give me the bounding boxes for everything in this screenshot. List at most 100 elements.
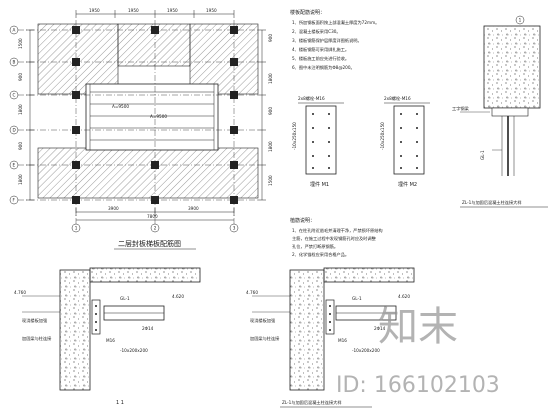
- section1-slab: [89, 267, 201, 283]
- section2-elev: 4.760: [246, 290, 258, 295]
- section1-rebar: 2Φ14: [142, 326, 154, 331]
- detail-cap-plate: [491, 107, 529, 117]
- plate-m2-outline: [393, 105, 425, 175]
- dim-right-4: 1800: [268, 141, 273, 152]
- plate-m2-size: -10x250x150: [380, 122, 385, 150]
- detail-ref-bubble: [515, 15, 525, 25]
- embedded-plate-m1: 2x8螺栓-M16 -10x250x150 埋件 M1: [292, 95, 344, 188]
- notes2-item-2: 主筋，在施工过程中发现钢筋孔时应及时调整: [292, 235, 377, 242]
- detail-col-label: GL-1: [480, 150, 485, 160]
- notes1-item-3: 3、楼板钢筋保护层厚度详图纸说明。: [292, 37, 362, 44]
- notes2-item-1: 1、在柱孔附近凿毛并清理干净，严禁损坏原结构: [292, 227, 383, 234]
- notes1-title: 楼板配筋说明：: [290, 9, 325, 16]
- notes1-item-4: 4、楼板钢筋可采用绑扎施工。: [292, 46, 349, 53]
- section2-elev2: 4.620: [398, 294, 410, 299]
- section2-rebar: 2Φ14: [374, 326, 386, 331]
- notes2-item-4: 2、化学锚栓应采用合格产品。: [292, 251, 349, 258]
- watermark-logo: 知末: [378, 304, 458, 350]
- dim-top-4: 1950: [206, 8, 217, 13]
- dim-left-2: 900: [18, 73, 23, 81]
- notes-anchorage: 植筋说明： 1、在柱孔附近凿毛并清理干净，严禁损坏原结构 主筋，在施工过程中发现…: [290, 217, 383, 258]
- notes2-item-3: 孔位，严禁打断原钢筋。: [292, 243, 338, 250]
- plan-columns: [72, 26, 238, 204]
- plan-right-dimensions: [258, 29, 266, 201]
- axis-row-b: B: [13, 60, 16, 65]
- section2-note: -10x200x200: [352, 348, 380, 353]
- slab-region-ne: [189, 23, 259, 95]
- watermark: 知末 ID: 166102103: [336, 304, 500, 398]
- section2-wall: [289, 269, 325, 391]
- plate-m2-bolts: [400, 113, 418, 169]
- section2-end-plate: [325, 299, 335, 335]
- section2-bolts: [329, 305, 331, 331]
- dim-right-3: 900: [268, 107, 273, 115]
- section2-label-b: 加固梁与柱连接: [250, 335, 280, 342]
- dim-right-1: 900: [268, 34, 273, 42]
- axis-row-a: A: [13, 28, 16, 33]
- dim-top-1: 1950: [89, 8, 100, 13]
- section1-elev2: 4.620: [172, 294, 184, 299]
- dim-left-1: 1500: [18, 38, 23, 49]
- dim-left-5: 1800: [18, 174, 23, 185]
- plan-grid: [18, 20, 258, 224]
- detail-column-connection: 1 工字钢梁 GL-1 ZL-1与加固后混凝土柱连接大样: [452, 15, 548, 208]
- slab-region-s: [37, 147, 259, 199]
- section1-beam: GL-1: [120, 296, 130, 301]
- section1-end-plate: [91, 299, 101, 335]
- detail-title: ZL-1与加固后混凝土柱连接大样: [462, 199, 522, 206]
- plate-m1-size: -10x250x150: [292, 122, 297, 150]
- dim-top-3: 1950: [167, 8, 178, 13]
- plate-m1-label: 埋件 M1: [310, 181, 329, 188]
- section2-bolt: M16: [338, 338, 347, 343]
- axis-row-d: D: [13, 128, 16, 133]
- slab-region-nw: [37, 23, 119, 95]
- section2-beam: GL-1: [352, 296, 362, 301]
- plan-mark-2: A=9500: [150, 114, 167, 119]
- detail-column-body: [483, 25, 541, 109]
- plan-bottom-dimensions: [75, 208, 235, 221]
- section1-bolts: [95, 305, 97, 331]
- axis-col-3: 3: [233, 226, 236, 231]
- dim-bottom-1: 3900: [108, 206, 119, 211]
- dim-right-5: 1500: [268, 175, 273, 186]
- detail-ref: 1: [519, 18, 522, 23]
- dim-bottom-2: 3900: [188, 206, 199, 211]
- section-2: 4.760 现浇楼板加强 加固梁与柱连接 GL-1 2Φ14 M16 -10x2…: [246, 267, 415, 408]
- axis-col-2: 2: [154, 226, 157, 231]
- dim-left-4: 900: [18, 142, 23, 150]
- notes1-item-5: 5、楼板施工前应先进行验收。: [292, 55, 349, 62]
- plan-left-dimensions: [26, 29, 34, 201]
- plan-title: 二层封板梯板配筋图: [118, 239, 181, 248]
- section1-note: -10x200x200: [120, 348, 148, 353]
- plan-view: 1950 1950 1950 1950 1500 900 1800 900 18…: [9, 8, 273, 250]
- notes1-item-1: 1、所加钢板面积按上部混凝土厚度为72mm。: [292, 19, 379, 26]
- plate-m1-top: 2x8螺栓-M16: [298, 95, 325, 102]
- watermark-id: ID: 166102103: [336, 373, 500, 398]
- embedded-plate-m2: 2x8螺栓-M16 -10x250x150 埋件 M2: [380, 95, 430, 188]
- detail-beam-label: 工字钢梁: [452, 105, 470, 112]
- plate-m2-label: 埋件 M2: [398, 181, 417, 188]
- notes-reinforcement: 楼板配筋说明： 1、所加钢板面积按上部混凝土厚度为72mm。 2、混凝土楼板采用…: [290, 9, 379, 71]
- notes2-title: 植筋说明：: [290, 217, 315, 224]
- section2-slab: [323, 267, 415, 283]
- axis-col-1: 1: [75, 226, 78, 231]
- dim-left-3: 1800: [18, 104, 23, 115]
- dim-total: 7800: [147, 214, 158, 219]
- axis-row-e: E: [13, 163, 16, 168]
- plan-axis-bubbles: [9, 25, 239, 233]
- dim-right-2: 1800: [268, 73, 273, 84]
- dim-top-2: 1950: [128, 8, 139, 13]
- plan-mark: A=9500: [112, 104, 129, 109]
- section1-label-a: 现浇楼板加强: [22, 317, 48, 324]
- section-1: 4.760 现浇楼板加强 加固梁与柱连接 GL-1 2Φ14 M16 -10x2…: [14, 267, 201, 406]
- section1-label-b: 加固梁与柱连接: [22, 335, 52, 342]
- section1-wall: [59, 269, 91, 391]
- section2-title: ZL-1与加固后混凝土柱连接大样: [282, 399, 342, 406]
- section1-elev: 4.760: [14, 290, 26, 295]
- axis-row-f: F: [13, 198, 16, 203]
- section1-bolt: M16: [106, 338, 115, 343]
- section2-label-a: 现浇楼板加强: [250, 317, 276, 324]
- axis-row-c: C: [13, 93, 16, 98]
- section1-title: 1 1: [116, 400, 124, 406]
